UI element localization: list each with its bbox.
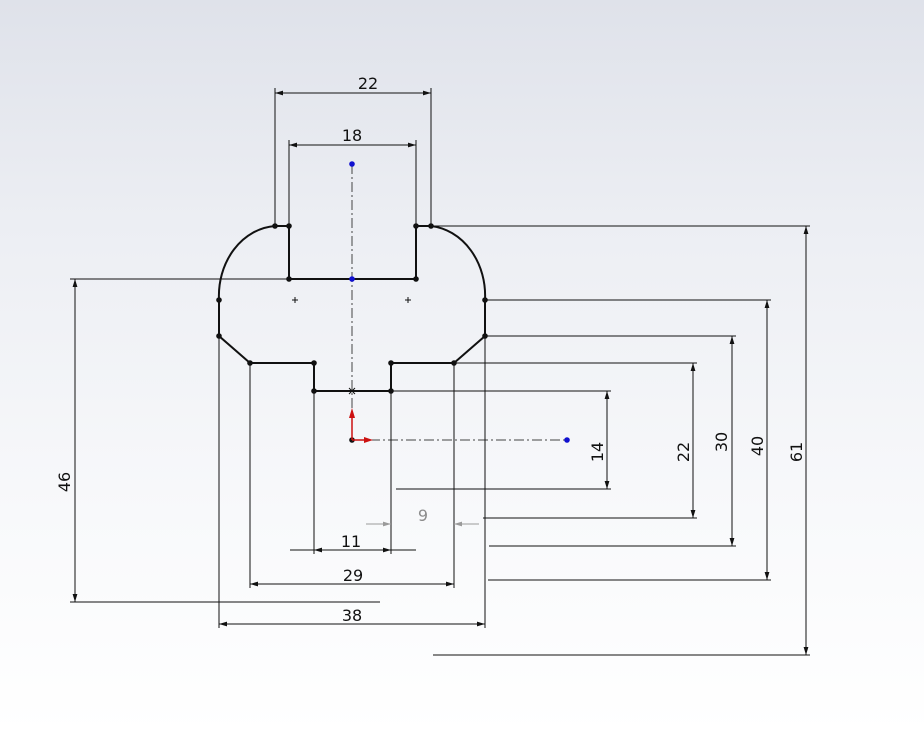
centerline-endpoint-right[interactable] xyxy=(564,437,570,443)
construction-points xyxy=(349,161,570,443)
dimension-labels: 22 18 46 14 22 30 40 61 9 11 29 38 xyxy=(55,74,806,625)
dim-label-29[interactable]: 29 xyxy=(343,566,363,585)
sketch-point[interactable] xyxy=(272,223,278,229)
dim-label-22-right[interactable]: 22 xyxy=(674,442,693,462)
centerlines xyxy=(351,164,567,441)
sketch-point[interactable] xyxy=(388,360,394,366)
sketch-point[interactable] xyxy=(247,360,253,366)
sketch-point[interactable] xyxy=(311,360,317,366)
origin-x-arrow-icon xyxy=(364,437,373,443)
sketch-point[interactable] xyxy=(451,360,457,366)
arc-center-marks xyxy=(292,297,411,395)
dim-label-46[interactable]: 46 xyxy=(55,472,74,492)
dim-label-9[interactable]: 9 xyxy=(418,506,428,525)
dim-label-18[interactable]: 18 xyxy=(342,126,362,145)
dim-label-11[interactable]: 11 xyxy=(341,532,361,551)
dimension-lines xyxy=(72,90,809,655)
extension-lines xyxy=(70,88,810,656)
dim-label-22-top[interactable]: 22 xyxy=(358,74,378,93)
origin-y-arrow-icon xyxy=(349,408,355,418)
sketch-point[interactable] xyxy=(413,276,419,282)
sketch-point[interactable] xyxy=(388,388,394,394)
midpoint[interactable] xyxy=(349,276,355,282)
sketch-point[interactable] xyxy=(216,333,222,339)
sketch-point[interactable] xyxy=(286,223,292,229)
centerline-endpoint-top[interactable] xyxy=(349,161,355,167)
origin-triad[interactable] xyxy=(349,408,373,443)
sketch-point[interactable] xyxy=(216,297,222,303)
dim-label-61[interactable]: 61 xyxy=(787,442,806,462)
sketch-point[interactable] xyxy=(413,223,419,229)
sketch-point[interactable] xyxy=(428,223,434,229)
dim-label-38[interactable]: 38 xyxy=(342,606,362,625)
dim-label-40[interactable]: 40 xyxy=(748,436,767,456)
dim-label-30[interactable]: 30 xyxy=(712,432,731,452)
sketch-point[interactable] xyxy=(482,333,488,339)
sketch-point[interactable] xyxy=(286,276,292,282)
sketch-point[interactable] xyxy=(311,388,317,394)
sketch-point[interactable] xyxy=(482,297,488,303)
dim-label-14[interactable]: 14 xyxy=(588,442,607,462)
